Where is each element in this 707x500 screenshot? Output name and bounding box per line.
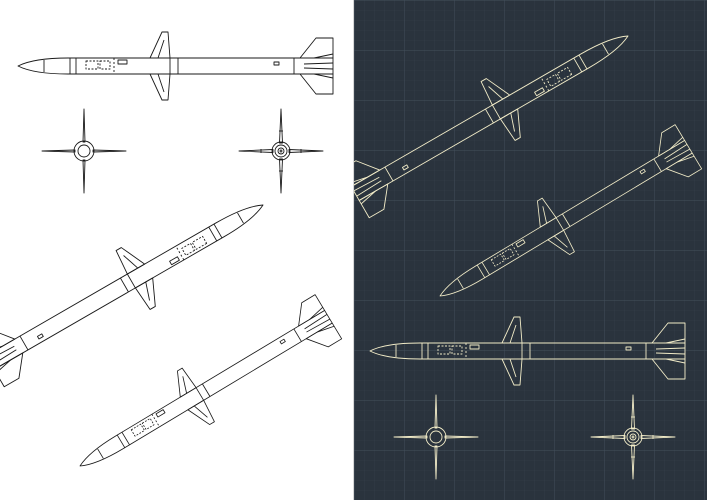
missile-rear-view <box>238 108 324 194</box>
dark-blueprint-drawing <box>354 0 707 500</box>
missile-front-view <box>41 108 127 194</box>
light-blueprint-sheet <box>0 0 353 500</box>
missile-isometric-view-lower <box>63 289 345 494</box>
dark-blueprint-sheet <box>354 0 707 500</box>
missile-isometric-view-upper <box>0 175 281 393</box>
light-blueprint-drawing <box>0 31 345 494</box>
missile-side-view <box>17 31 334 101</box>
sheet-divider <box>353 0 354 500</box>
